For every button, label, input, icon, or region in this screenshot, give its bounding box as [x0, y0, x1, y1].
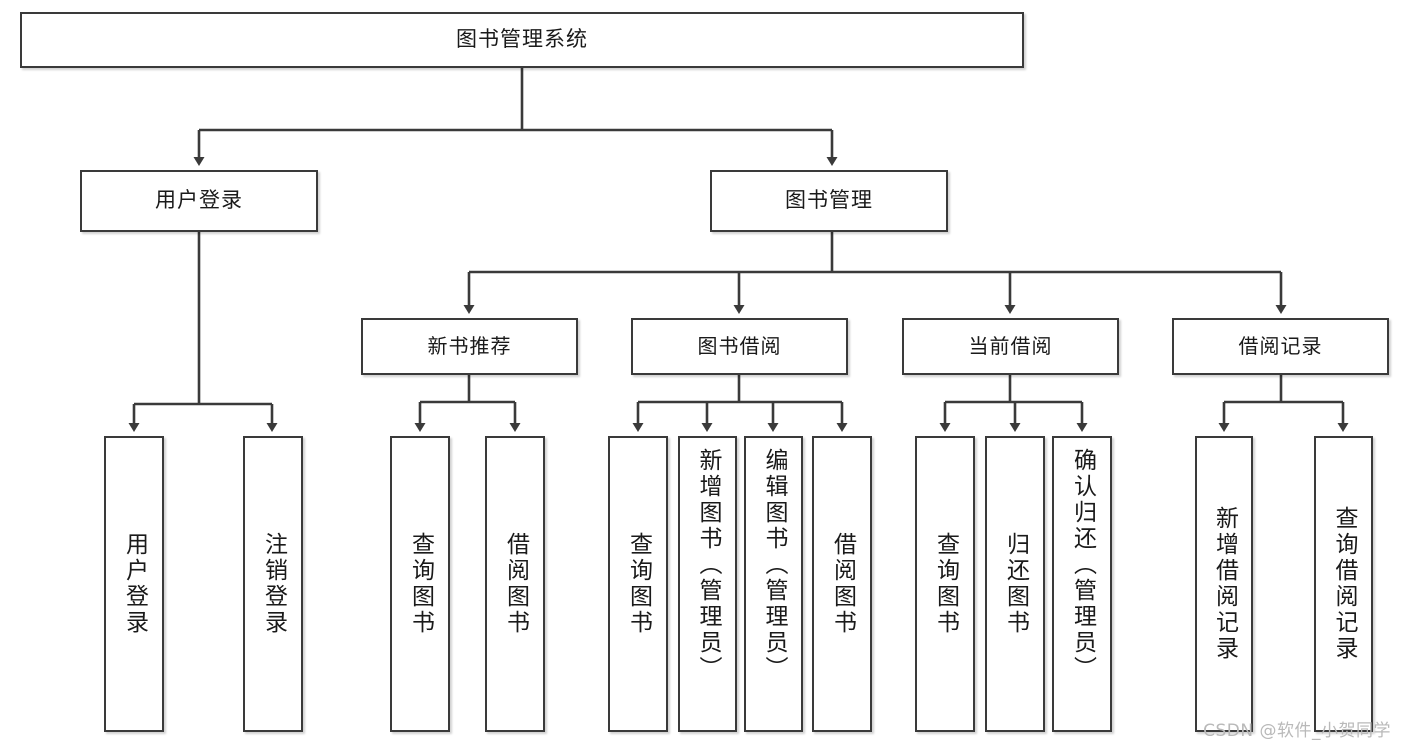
- node-new-book-recommend[interactable]: 新书推荐: [361, 318, 578, 375]
- leaf-borrow-add-book-label: 新增图书（管理员）: [695, 448, 721, 682]
- leaf-current-query-book[interactable]: 查询图书: [915, 436, 975, 732]
- node-borrow-record[interactable]: 借阅记录: [1172, 318, 1389, 375]
- leaf-user-login-logout-label: 注销登录: [260, 532, 287, 636]
- leaf-borrow-add-book[interactable]: 新增图书（管理员）: [678, 436, 737, 732]
- node-book-management[interactable]: 图书管理: [710, 170, 948, 232]
- node-root-label: 图书管理系统: [456, 27, 588, 52]
- leaf-recommend-borrow-book[interactable]: 借阅图书: [485, 436, 545, 732]
- leaf-current-return-book-label: 归还图书: [1002, 532, 1029, 636]
- leaf-user-login-logout[interactable]: 注销登录: [243, 436, 303, 732]
- leaf-borrow-query-book-label: 查询图书: [625, 532, 652, 636]
- leaf-current-confirm-return-label: 确认归还（管理员）: [1069, 448, 1096, 682]
- node-new-book-recommend-label: 新书推荐: [427, 334, 512, 359]
- node-root[interactable]: 图书管理系统: [20, 12, 1024, 68]
- leaf-recommend-query-book[interactable]: 查询图书: [390, 436, 450, 732]
- leaf-borrow-query-book[interactable]: 查询图书: [608, 436, 668, 732]
- node-current-borrow-label: 当前借阅: [968, 334, 1053, 359]
- leaf-borrow-borrow-book[interactable]: 借阅图书: [812, 436, 872, 732]
- leaf-current-confirm-return[interactable]: 确认归还（管理员）: [1052, 436, 1112, 732]
- leaf-record-query-record[interactable]: 查询借阅记录: [1314, 436, 1373, 732]
- leaf-borrow-edit-book[interactable]: 编辑图书（管理员）: [744, 436, 803, 732]
- leaf-record-add-record-label: 新增借阅记录: [1211, 506, 1238, 662]
- node-book-borrow-label: 图书借阅: [697, 334, 782, 359]
- leaf-current-query-book-label: 查询图书: [932, 532, 959, 636]
- csdn-watermark: CSDN @软件_小贺同学: [1203, 721, 1391, 741]
- leaf-borrow-edit-book-label: 编辑图书（管理员）: [761, 448, 787, 682]
- leaf-user-login-login[interactable]: 用户登录: [104, 436, 164, 732]
- leaf-current-return-book[interactable]: 归还图书: [985, 436, 1045, 732]
- node-book-management-label: 图书管理: [785, 188, 873, 213]
- node-user-login-label: 用户登录: [155, 188, 243, 213]
- node-current-borrow[interactable]: 当前借阅: [902, 318, 1119, 375]
- leaf-record-add-record[interactable]: 新增借阅记录: [1195, 436, 1253, 732]
- leaf-user-login-login-label: 用户登录: [121, 532, 148, 636]
- node-book-borrow[interactable]: 图书借阅: [631, 318, 848, 375]
- node-borrow-record-label: 借阅记录: [1238, 334, 1323, 359]
- leaf-borrow-borrow-book-label: 借阅图书: [829, 532, 856, 636]
- leaf-recommend-borrow-book-label: 借阅图书: [502, 532, 529, 636]
- leaf-record-query-record-label: 查询借阅记录: [1331, 506, 1357, 662]
- leaf-recommend-query-book-label: 查询图书: [407, 532, 434, 636]
- node-user-login[interactable]: 用户登录: [80, 170, 318, 232]
